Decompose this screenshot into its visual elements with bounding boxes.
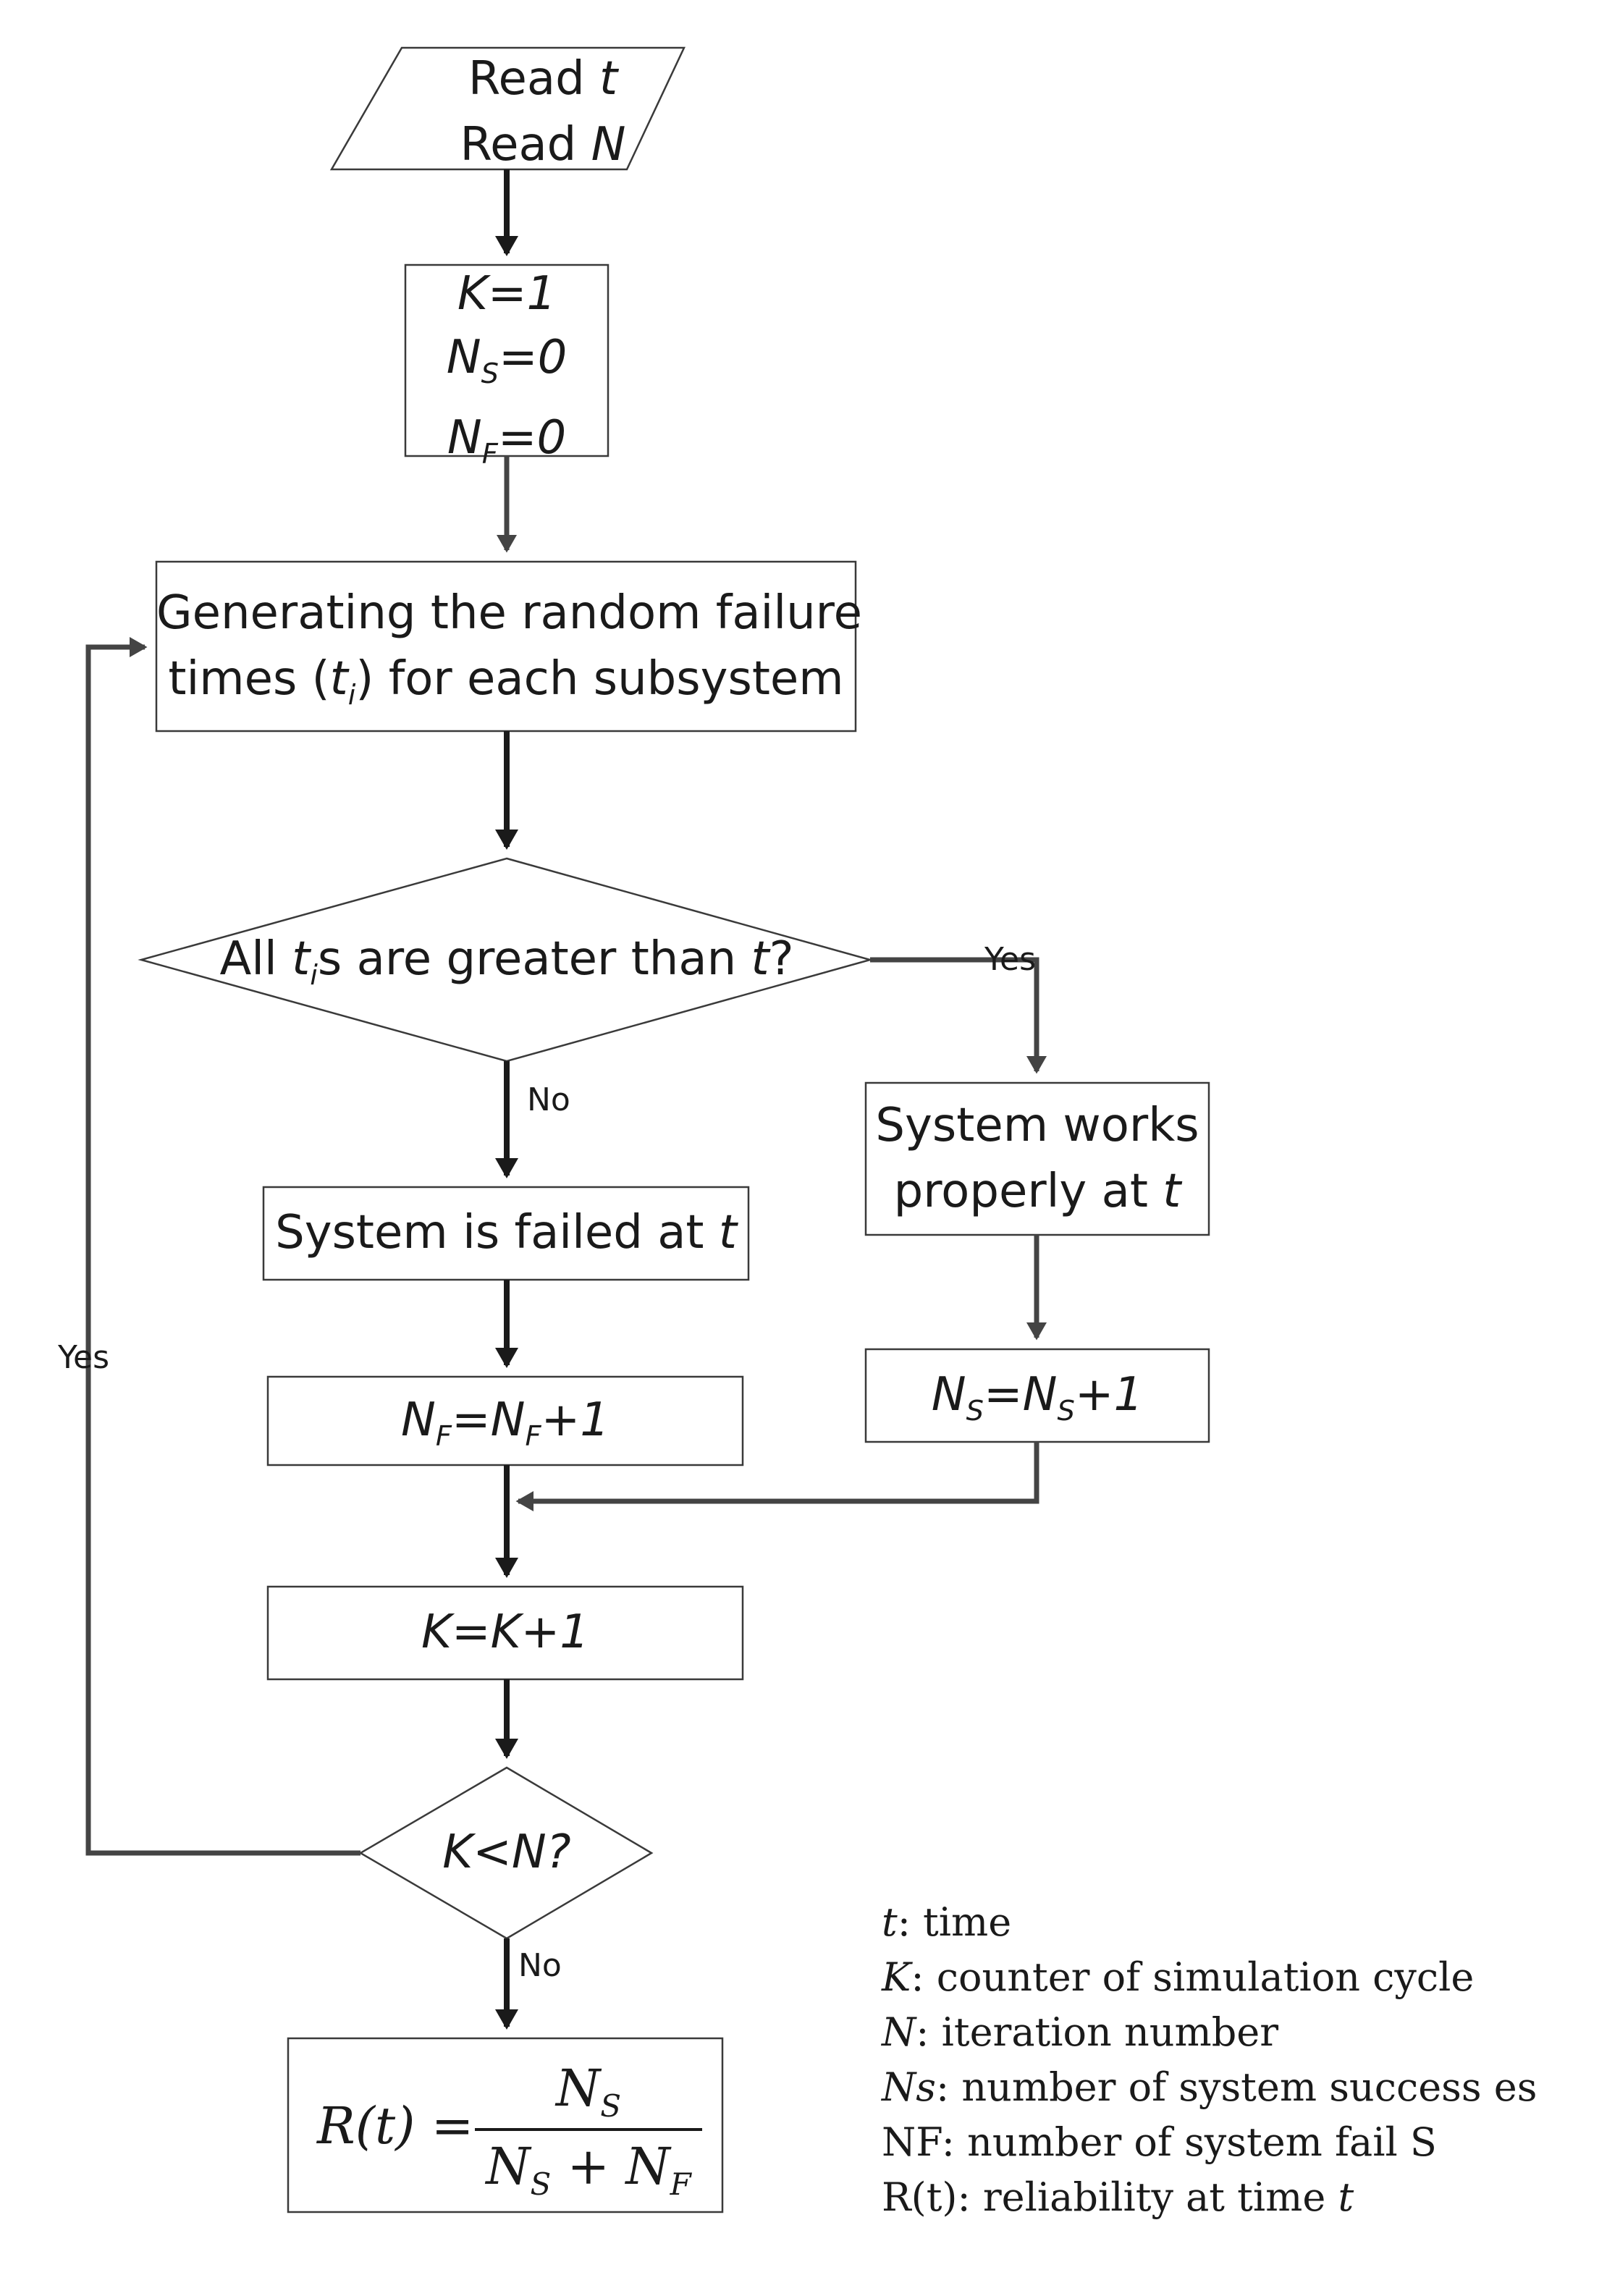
- arrow-decision2-yes-loop: [85, 637, 360, 1856]
- formula-fraction-bar: [475, 2128, 702, 2131]
- decision1-var: t: [292, 932, 311, 986]
- legend-text-rt: : reliability at time: [957, 2174, 1338, 2220]
- works-line1: System works: [875, 1099, 1199, 1152]
- arrow-decision-yes: [870, 957, 1047, 1074]
- formula-denominator: NS + NF: [469, 2137, 708, 2202]
- init-ns-sub: S: [481, 357, 499, 390]
- nf-sub1: F: [435, 1419, 452, 1453]
- legend-sym-nf: NF: [882, 2119, 942, 2165]
- generate-line2a: times (: [168, 651, 330, 706]
- nf-update-label: NF=NF+1: [268, 1388, 743, 1456]
- legend-sym-n: N: [882, 2009, 916, 2055]
- ns-c: +1: [1074, 1368, 1144, 1422]
- ns-sub2: S: [1057, 1394, 1075, 1427]
- init-k: K=1: [457, 267, 557, 321]
- nf-sub2: F: [525, 1419, 541, 1453]
- init-nf-base: N: [447, 410, 482, 465]
- legend-item-t: t: time: [882, 1895, 1537, 1950]
- legend-item-rt: R(t): reliability at time t: [882, 2170, 1537, 2225]
- decision1-no-label: No: [527, 1081, 570, 1118]
- arrow-ns-to-merge: [515, 1442, 1039, 1511]
- decision2-no-label: No: [518, 1947, 562, 1984]
- decision1-b: s are greater than: [317, 932, 751, 986]
- ns-update-label: NS=NS+1: [866, 1362, 1209, 1431]
- read-t-var: t: [599, 52, 618, 106]
- formula-den-sub1: S: [530, 2166, 552, 2202]
- generate-var: t: [329, 651, 348, 706]
- k-update-text: K=K+1: [421, 1605, 589, 1659]
- works-line2: properly at: [893, 1164, 1163, 1218]
- start-label: Read t Read N: [405, 46, 680, 178]
- formula-den-sub2: F: [670, 2166, 691, 2202]
- ns-b: =N: [984, 1368, 1058, 1422]
- legend-sym-t: t: [882, 1899, 898, 1945]
- legend-sym-rt: R(t): [882, 2174, 958, 2220]
- decision2-yes-label: Yes: [58, 1339, 110, 1376]
- legend-item-nf: NF: number of system fail S: [882, 2115, 1537, 2170]
- legend: t: time K: counter of simulation cycle N…: [882, 1895, 1537, 2225]
- legend-sym-k: K: [882, 1954, 911, 2000]
- formula-lhs: R(t) =: [317, 2096, 474, 2156]
- failed-label: System is failed at t: [263, 1200, 748, 1266]
- generate-line2b: ) for each subsystem: [355, 651, 844, 706]
- decision2-label: K<N?: [362, 1820, 651, 1886]
- decision1-c: ?: [769, 932, 794, 986]
- ns-sub1: S: [966, 1394, 984, 1427]
- decision1-label: All tis are greater than t?: [181, 927, 832, 995]
- formula-num-base: N: [555, 2059, 601, 2118]
- legend-text-nf: : number of system fail S: [941, 2119, 1437, 2165]
- nf-a: N: [401, 1393, 436, 1447]
- decision1-a: All: [219, 932, 292, 986]
- legend-text-k: : counter of simulation cycle: [911, 1954, 1475, 2000]
- read-n-text: Read: [460, 117, 591, 172]
- formula-den-a: N: [486, 2137, 531, 2196]
- formula-den-plus: +: [551, 2137, 626, 2196]
- reliability-formula: R(t) = NS NS + NF: [288, 2038, 722, 2212]
- formula-num-sub: S: [600, 2088, 622, 2124]
- legend-sym-ns: Ns: [882, 2064, 936, 2110]
- init-ns-rest: =0: [498, 331, 568, 384]
- init-label: K=1 NS=0 NF=0: [405, 262, 608, 486]
- decision1-sub: i: [310, 958, 318, 992]
- init-nf-rest: =0: [497, 410, 567, 465]
- start-parallelogram: [329, 46, 686, 171]
- init-ns-base: N: [446, 331, 481, 384]
- read-n-var: N: [591, 117, 626, 172]
- legend-item-k: K: counter of simulation cycle: [882, 1950, 1537, 2005]
- init-nf-sub: F: [481, 437, 498, 470]
- works-label: System works properly at t: [866, 1093, 1209, 1225]
- nf-b: =N: [452, 1393, 526, 1447]
- read-t-text: Read: [468, 52, 600, 106]
- init-box: [404, 263, 610, 457]
- legend-tail-rt: t: [1338, 2174, 1354, 2220]
- generate-line1: Generating the random failure: [156, 586, 862, 640]
- legend-text-t: : time: [897, 1899, 1012, 1945]
- nf-c: +1: [541, 1393, 610, 1447]
- legend-text-ns: : number of system success es: [935, 2064, 1538, 2110]
- ns-a: N: [931, 1368, 966, 1422]
- legend-text-n: : iteration number: [916, 2009, 1279, 2055]
- decision1-var2: t: [751, 932, 769, 986]
- decision2-text: K<N?: [442, 1826, 571, 1879]
- formula-den-b: N: [625, 2137, 670, 2196]
- k-update-label: K=K+1: [268, 1600, 743, 1666]
- failed-text: System is failed at: [275, 1206, 719, 1259]
- legend-item-ns: Ns: number of system success es: [882, 2060, 1537, 2115]
- works-var: t: [1163, 1164, 1181, 1218]
- legend-item-n: N: iteration number: [882, 2005, 1537, 2060]
- formula-box: [287, 2037, 724, 2213]
- failed-var: t: [718, 1206, 737, 1259]
- generate-label: Generating the random failure times (ti)…: [156, 581, 862, 715]
- formula-numerator: NS: [469, 2059, 708, 2124]
- k-update-box: [266, 1585, 744, 1681]
- decision1-yes-label: Yes: [984, 941, 1037, 978]
- generate-sub: i: [347, 678, 356, 712]
